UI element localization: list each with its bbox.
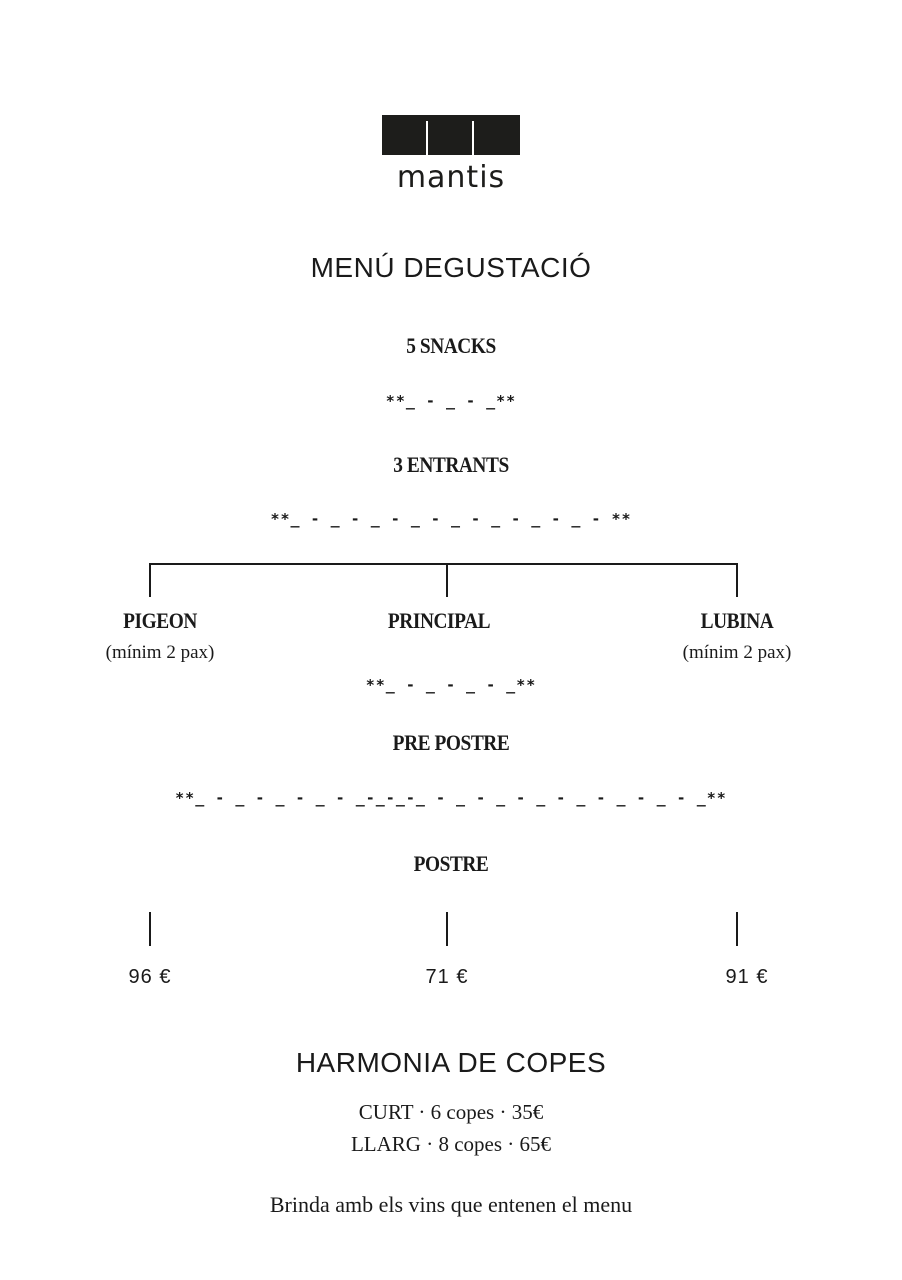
option-principal: PRINCIPAL	[387, 608, 491, 633]
price-tick	[149, 912, 151, 946]
separator: **_ - _ - _ - _**	[365, 676, 537, 694]
price-tick	[736, 912, 738, 946]
branch-line	[446, 563, 448, 597]
course-snacks: 5 SNACKS	[406, 333, 496, 358]
separator: **_ - _ - _ - _ - _-_-_-_ - _ - _ - _ - …	[175, 789, 727, 807]
option-lubina-note: (mínim 2 pax)	[682, 642, 792, 663]
price-principal: 71 €	[425, 966, 469, 988]
course-pre-postre: PRE POSTRE	[392, 730, 510, 755]
pairing-line-long: LLARG · 8 copes · 65€	[350, 1132, 552, 1156]
option-lubina: LUBINA	[700, 608, 774, 633]
course-postre: POSTRE	[413, 851, 489, 876]
logo-mark	[382, 115, 520, 155]
branch-line	[149, 563, 151, 597]
logo-bar	[426, 121, 428, 155]
logo-bar	[472, 121, 474, 155]
separator: **_ - _ - _**	[385, 392, 517, 410]
option-pigeon: PIGEON	[123, 608, 197, 633]
separator: **_ - _ - _ - _ - _ - _ - _ - _ - **	[270, 510, 632, 528]
pairing-line-short: CURT · 6 copes · 35€	[358, 1100, 544, 1124]
menu-title: MENÚ DEGUSTACIÓ	[310, 252, 592, 283]
price-tick	[446, 912, 448, 946]
pairing-title: HARMONIA DE COPES	[295, 1047, 607, 1078]
pairing-tagline: Brinda amb els vins que entenen el menu	[269, 1192, 633, 1217]
price-lubina: 91 €	[725, 966, 769, 988]
brand-logo-text: mantis	[396, 160, 506, 195]
branch-line	[736, 563, 738, 597]
option-pigeon-note: (mínim 2 pax)	[105, 642, 215, 663]
branch-line	[149, 563, 738, 565]
course-entrants: 3 ENTRANTS	[393, 452, 509, 477]
price-pigeon: 96 €	[128, 966, 172, 988]
